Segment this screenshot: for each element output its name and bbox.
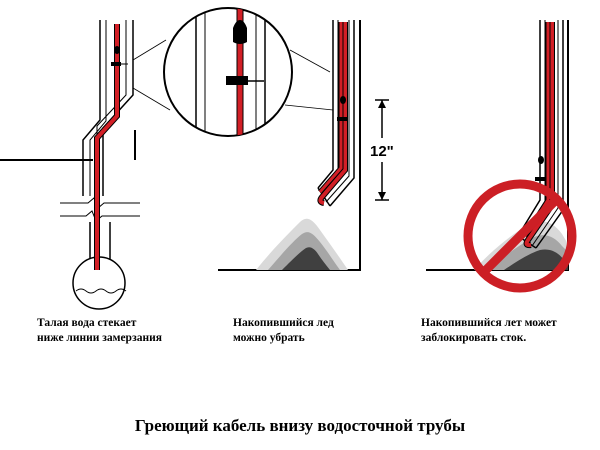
- ice-mound: [256, 218, 348, 270]
- diagram-title: Греющий кабель внизу водосточной трубы: [134, 416, 466, 435]
- caption-right-line1: Накопившийся лет может: [421, 317, 557, 329]
- caption-left-line1: Талая вода стекает: [37, 317, 137, 329]
- cable-end-cap: [538, 156, 544, 164]
- dimension-label: 12": [370, 143, 394, 160]
- dimension-marker: 12": [370, 99, 394, 201]
- caption-left-line2: ниже линии замерзания: [37, 332, 162, 344]
- downspout-inner-wall-right: [96, 20, 127, 205]
- caption-right-line2: заблокировать сток.: [421, 332, 527, 344]
- caption-middle-line1: Накопившийся лед: [233, 317, 334, 329]
- downspout-wall-left: [82, 20, 101, 205]
- zoom-leader-top-left: [132, 39, 167, 61]
- right-panel-ice-blocking: [426, 20, 577, 293]
- caption-right: Накопившийся лет может заблокировать сто…: [421, 316, 557, 346]
- caption-middle-line2: можно убрать: [233, 332, 305, 344]
- zoom-leader-top-right: [289, 49, 331, 73]
- cable-clip: [111, 62, 121, 66]
- middle-panel-ice-removable: 12": [218, 20, 394, 271]
- downspout-inner-wall-left: [89, 20, 107, 205]
- cable-clip: [535, 177, 546, 181]
- zoom-detail: [132, 7, 334, 137]
- cable-end-cap: [114, 46, 120, 54]
- zoom-leader-bottom-left: [132, 87, 171, 111]
- water-wave: [75, 288, 127, 294]
- cable-end-cap: [340, 96, 346, 104]
- zoom-leader-bottom-right: [284, 104, 334, 111]
- left-panel-downspout: [0, 20, 140, 310]
- prohibition-icon: [463, 179, 577, 293]
- caption-left: Талая вода стекает ниже линии замерзания: [37, 316, 162, 346]
- magnifier-icon: [163, 7, 293, 137]
- caption-middle: Накопившийся лед можно убрать: [233, 316, 334, 346]
- cable-clip: [337, 117, 348, 121]
